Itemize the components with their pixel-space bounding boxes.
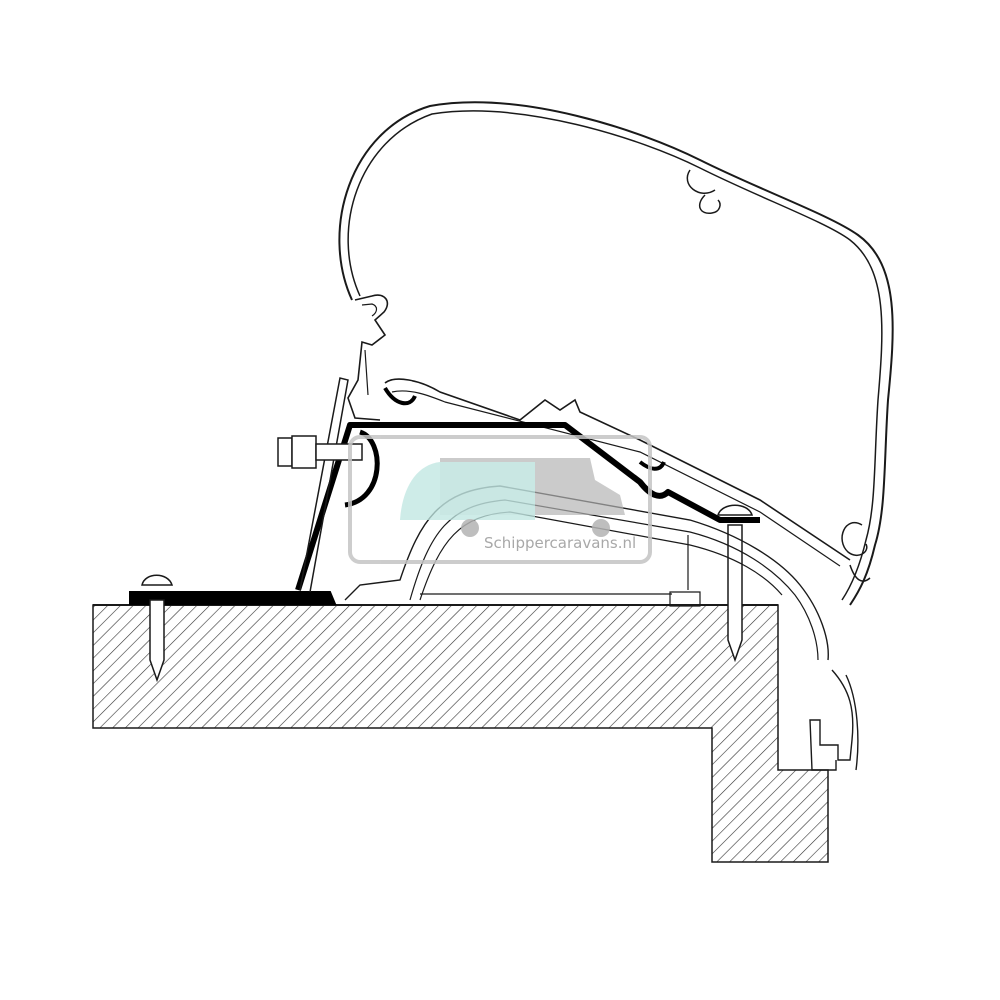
watermark-caravan-icon	[400, 462, 535, 520]
watermark-wheel-right	[592, 519, 610, 537]
bolt-shaft	[315, 443, 363, 461]
awning-case-inner	[347, 110, 883, 601]
bracket-plate	[299, 377, 349, 593]
roof-wall-section	[92, 604, 829, 863]
watermark-text: Schippercaravans.nl	[484, 534, 636, 552]
watermark-wheel-left	[461, 519, 479, 537]
case-lower-left-profile	[347, 294, 389, 421]
base-foot-plate	[129, 591, 337, 605]
roof-trim-outer	[344, 485, 829, 661]
bolt-nut	[291, 435, 317, 469]
watermark-logo: Schippercaravans.nl	[348, 435, 652, 564]
rail-groove-top	[686, 169, 721, 214]
roof-trim-mid	[409, 499, 819, 661]
case-lower-slope-inner	[391, 390, 841, 567]
case-lower-slope	[384, 378, 851, 561]
case-lower-left-profile-inner	[361, 303, 378, 396]
wall-side-profile	[809, 669, 859, 771]
watermark-frame	[348, 435, 652, 564]
adapter-clip	[383, 386, 666, 471]
bolt-head	[277, 437, 293, 467]
rail-groove-right	[841, 522, 871, 582]
adapter-bracket	[295, 422, 760, 591]
screw-left	[141, 574, 174, 683]
awning-case-outer	[338, 101, 894, 606]
roof-gutter-strip	[420, 535, 701, 607]
